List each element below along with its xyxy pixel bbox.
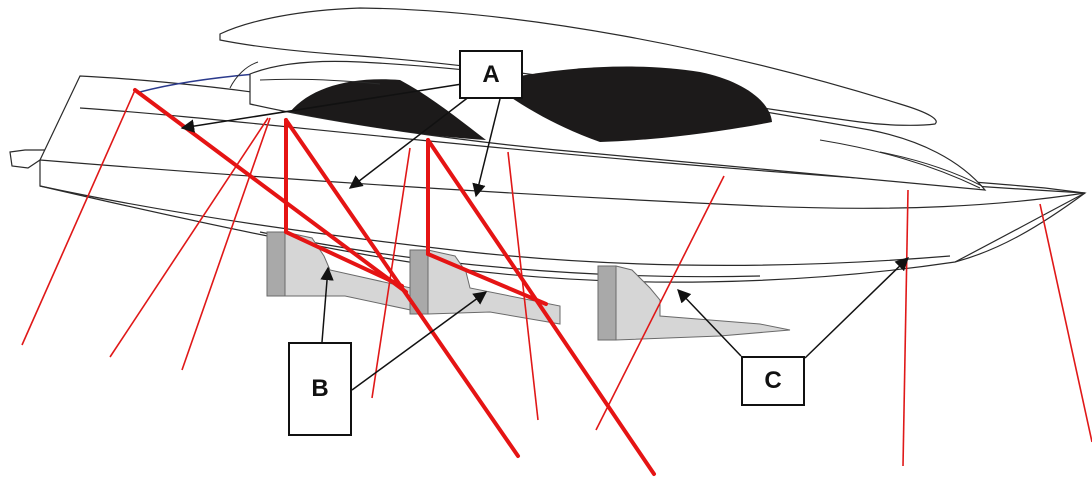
cradle-1-side xyxy=(266,231,286,297)
sling-lines-heavy xyxy=(133,88,656,476)
label-b: B xyxy=(288,342,352,436)
arrow-a-2 xyxy=(348,95,471,189)
hardtop xyxy=(219,7,937,126)
arrow-c-2 xyxy=(804,257,909,359)
deck-edge xyxy=(139,73,256,93)
side-window-front xyxy=(290,79,486,140)
pointer-arrows xyxy=(180,83,909,391)
cradle-3-side xyxy=(597,265,617,341)
sling-lines-thin xyxy=(21,89,1092,467)
arrow-a-3 xyxy=(472,98,501,198)
label-a: A xyxy=(459,50,523,99)
bow-line xyxy=(954,192,1086,263)
sheer-line-lower xyxy=(39,159,1086,209)
label-c: C xyxy=(741,356,805,406)
cradle-3-face xyxy=(615,265,791,341)
windshield xyxy=(490,66,772,142)
arrow-c-1 xyxy=(677,289,742,357)
keel-line xyxy=(259,231,761,278)
arrow-a-1 xyxy=(180,83,463,133)
chine-line xyxy=(39,185,951,266)
arrow-b-2 xyxy=(351,291,488,391)
arrow-b-1 xyxy=(320,266,334,343)
frame-lines xyxy=(229,61,983,189)
